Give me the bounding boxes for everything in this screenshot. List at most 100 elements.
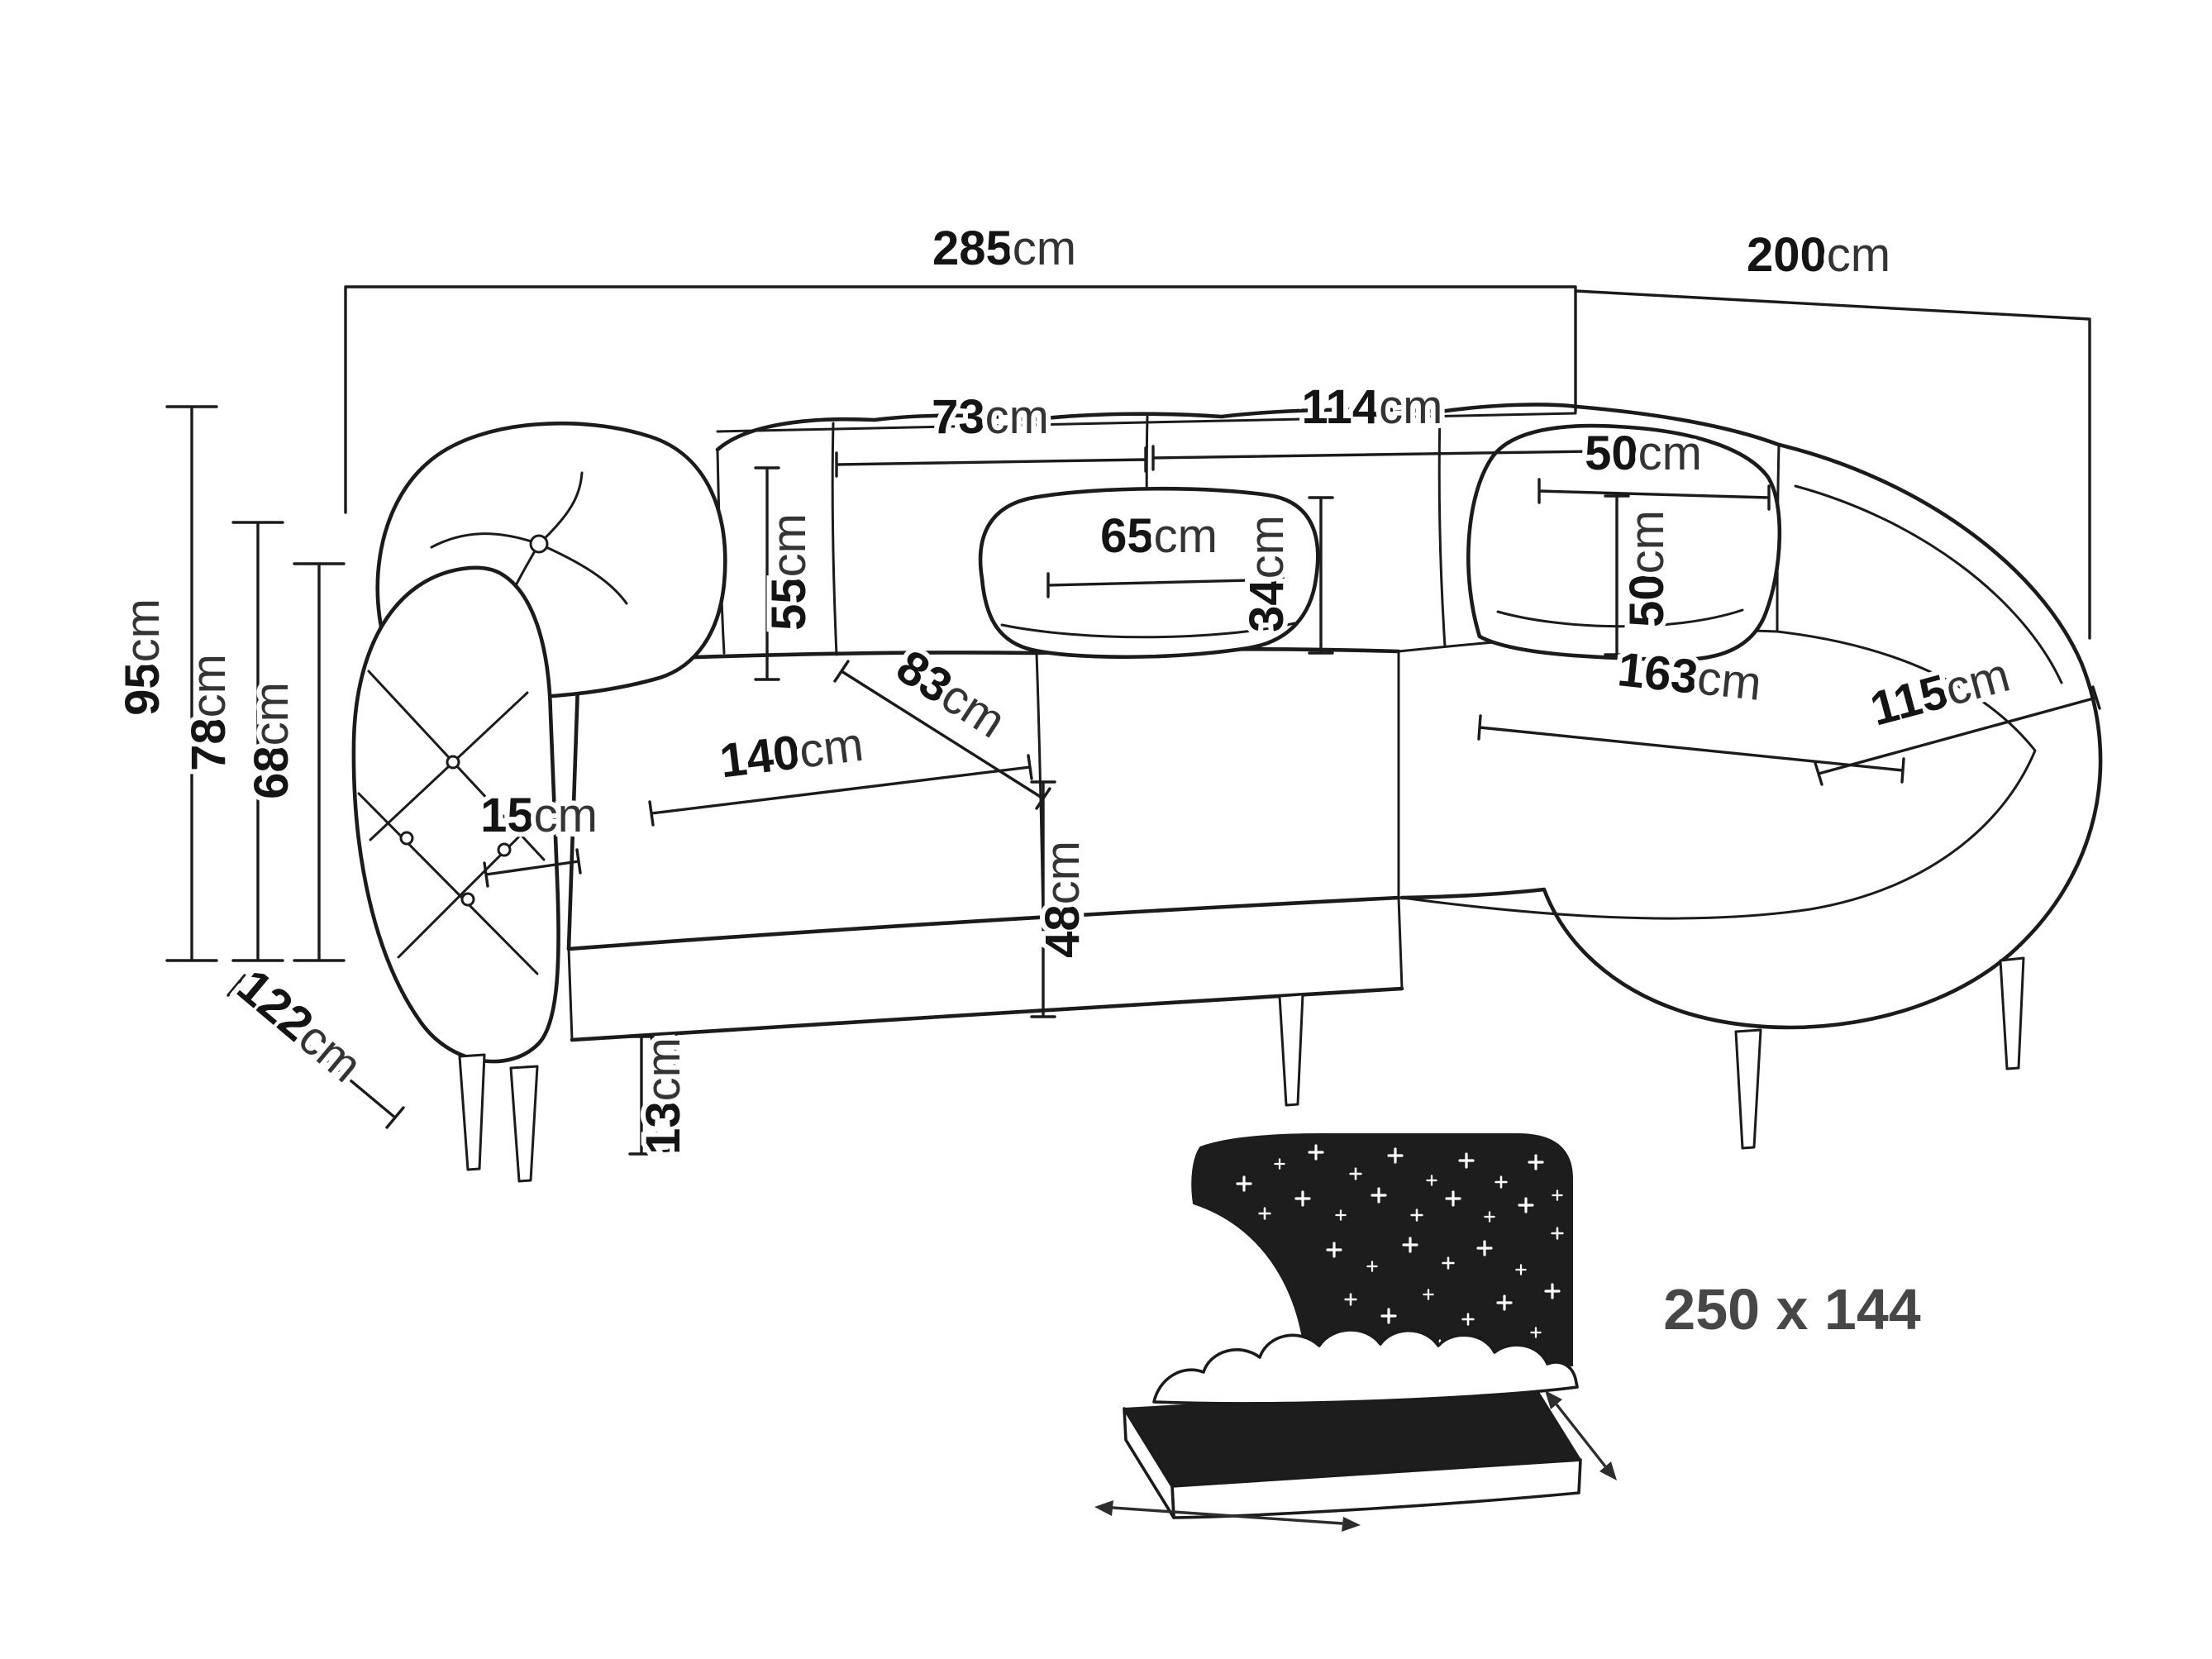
tufting-button <box>497 842 512 857</box>
dim-line-corner-pillow-height <box>1604 494 1630 656</box>
dim-line-right-depth <box>1574 289 2091 640</box>
label-corner-pillow-width: 50cm <box>1585 427 1702 480</box>
dim-unit: cm <box>1154 509 1218 563</box>
label-corner-pillow-height: 50cm <box>1620 510 1674 627</box>
dim-value: 50 <box>1620 574 1674 627</box>
dim-value: 55 <box>762 577 816 631</box>
dim-unit: cm <box>116 598 169 662</box>
sofa-front-bottom-edge <box>570 986 1404 1042</box>
arrowhead-icon <box>1342 1517 1361 1532</box>
dim-line-backrest-height <box>754 466 780 681</box>
bed-icon: 250 x 144 <box>1094 1133 1921 1532</box>
dim-value: 34 <box>1240 579 1294 632</box>
back-seam-right <box>1437 410 1447 648</box>
dim-line-lumbar-height <box>1308 496 1334 655</box>
dim-unit: cm <box>534 789 598 842</box>
left-armrest <box>351 565 560 1064</box>
tufting-button <box>399 831 414 846</box>
corner-pillow <box>1466 423 1782 662</box>
label-chaise-length: 163cm <box>1615 642 1764 711</box>
label-lumbar-width: 65cm <box>1100 509 1218 563</box>
sofa-leg <box>509 1065 539 1183</box>
bed-mattress-left-face <box>1123 1407 1175 1519</box>
dim-line-left-depth <box>226 974 405 1129</box>
sofa-front-left-edge <box>567 947 574 1042</box>
arrowhead-icon <box>1545 1390 1562 1409</box>
sofa-leg <box>458 1053 486 1171</box>
label-armrest-width: 15cm <box>480 789 598 842</box>
dim-value: 68 <box>245 746 298 799</box>
dim-value: 95 <box>116 662 169 716</box>
dim-line-chaise-length <box>1477 714 1905 784</box>
dim-unit: cm <box>1638 427 1702 480</box>
label-back-right-width: 114cm <box>1302 380 1443 434</box>
label-seat-back-height: 68cm <box>245 682 298 799</box>
left-pillow-button <box>529 534 549 554</box>
label-seat-width: 140cm <box>717 717 866 789</box>
dim-value: 78 <box>182 717 236 771</box>
arrow-line <box>1555 1403 1607 1468</box>
sofa-drawing <box>351 403 2103 1183</box>
tufting-button <box>460 892 475 907</box>
dim-unit: cm <box>245 682 298 746</box>
sofa-corner-top-edge <box>1575 404 1781 447</box>
lumbar-pillow-crease <box>1000 622 1296 639</box>
arrowhead-icon <box>1599 1461 1617 1480</box>
dim-value: 50 <box>1585 427 1638 480</box>
dim-line-seat-back-height <box>293 562 346 962</box>
sofa-leg <box>1278 993 1304 1107</box>
dim-unit: cm <box>796 717 866 779</box>
dim-unit: cm <box>182 654 236 717</box>
arrowhead-icon <box>1094 1500 1113 1516</box>
dim-line-back-right-width <box>1151 438 1593 471</box>
dim-line-overall-height <box>165 405 218 962</box>
dim-unit: cm <box>636 1037 690 1101</box>
dim-line-seat-width <box>648 754 1033 827</box>
dim-value: 200 <box>1747 228 1827 282</box>
seat-front-top-edge <box>566 895 1401 951</box>
dim-line-back-left-width <box>835 446 1147 478</box>
dim-value: 73 <box>932 390 985 444</box>
dim-line-seat-height <box>1030 780 1056 1018</box>
dimension-lines <box>165 285 2101 1156</box>
chaise-edge-inner-line <box>1794 484 2063 684</box>
dim-value: 140 <box>717 725 803 788</box>
label-seat-depth: 83cm <box>887 640 1014 749</box>
dim-line-armrest-width <box>483 848 582 888</box>
dim-value: 114 <box>1302 380 1380 434</box>
label-left-depth: 122cm <box>227 959 372 1093</box>
dim-value: 65 <box>1100 509 1154 563</box>
dim-value: 115 <box>1865 665 1953 737</box>
bed-headboard <box>1191 1133 1573 1366</box>
bed-width-arrow <box>1094 1500 1361 1532</box>
dim-unit: cm <box>762 513 816 577</box>
left-pillow-creases <box>430 471 628 646</box>
tufting-button <box>446 755 460 770</box>
label-back-left-width: 73cm <box>932 390 1049 444</box>
label-backrest-height: 55cm <box>762 513 816 631</box>
back-seam-left <box>831 422 838 656</box>
label-lumbar-height: 34cm <box>1240 515 1294 632</box>
dim-unit: cm <box>985 390 1049 444</box>
sofa-leg <box>1999 956 2025 1070</box>
bed-depth-arrow <box>1545 1390 1617 1480</box>
seat-left-edge <box>566 659 581 951</box>
dim-line-total-width <box>344 285 1577 514</box>
dim-line-lumbar-width <box>1046 566 1285 598</box>
label-overall-height: 95cm <box>116 598 169 716</box>
dim-line-arm-height <box>231 521 284 962</box>
label-arm-height: 78cm <box>182 654 236 771</box>
lumbar-pillow <box>978 486 1320 660</box>
dim-unit: cm <box>1036 841 1089 904</box>
chaise-outline <box>1399 442 2103 1030</box>
sleeping-area-label: 250 x 144 <box>1663 1277 1920 1342</box>
arrow-line <box>1112 1506 1343 1525</box>
dim-value: 48 <box>1036 904 1089 958</box>
dim-line-leg-height <box>628 1035 655 1156</box>
dim-unit: cm <box>1695 651 1764 711</box>
dim-value: 13 <box>636 1101 690 1155</box>
dim-unit: cm <box>1240 515 1294 579</box>
dim-unit: cm <box>1013 222 1076 275</box>
label-leg-height: 13cm <box>636 1037 690 1155</box>
